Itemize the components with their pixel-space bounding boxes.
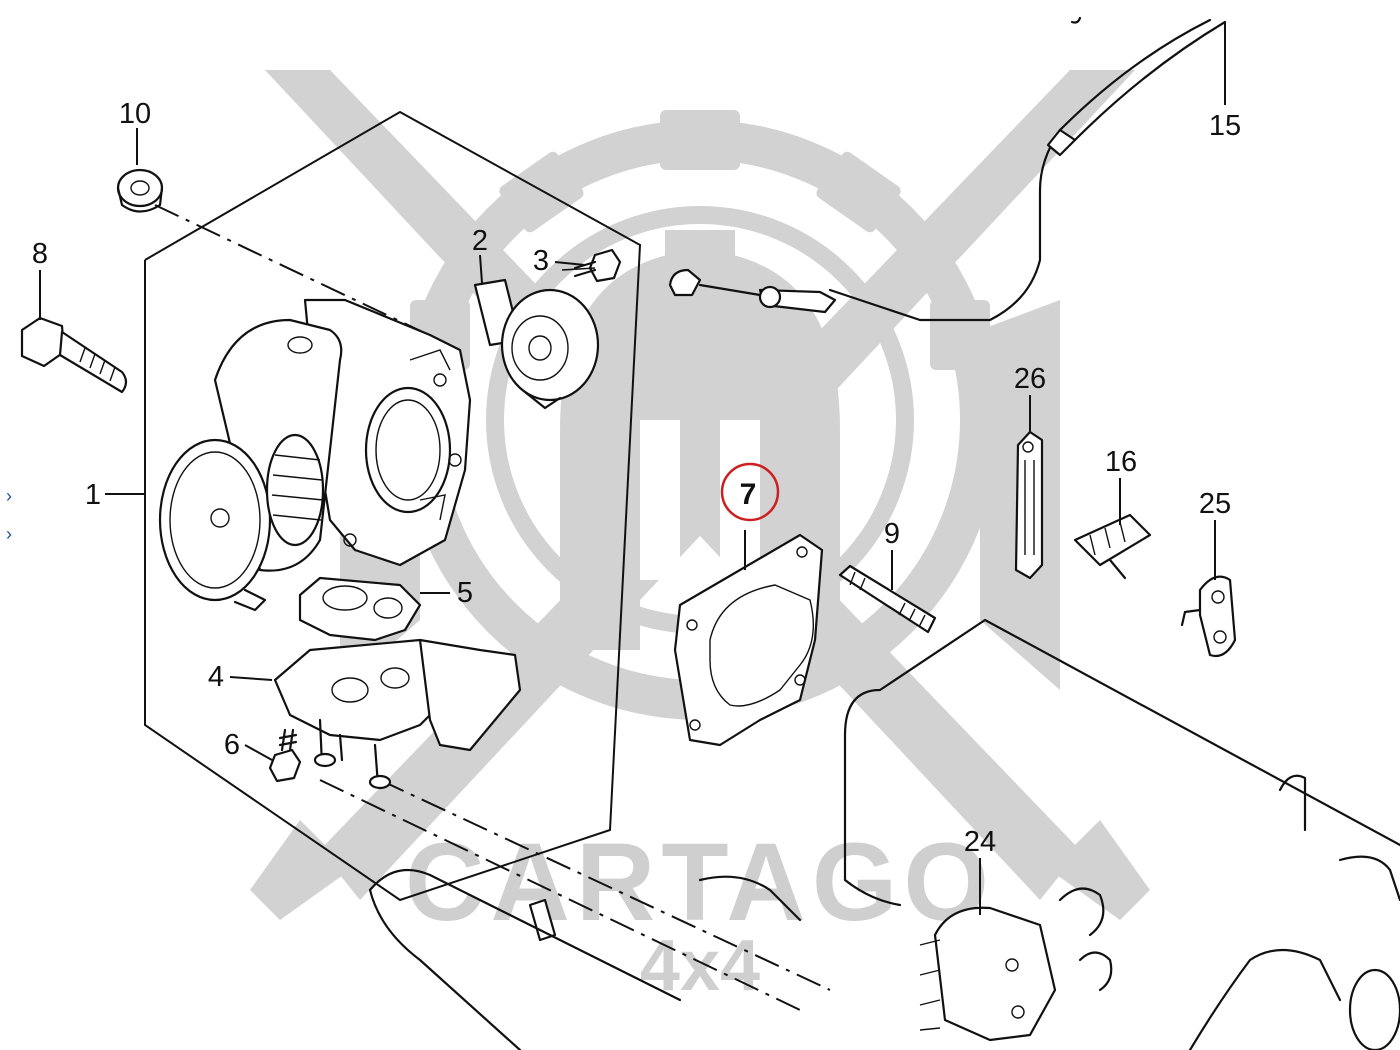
- intake-manifold: [843, 618, 1400, 1050]
- assembly-boundary-1: [144, 110, 642, 902]
- part-7-gasket[interactable]: [673, 533, 824, 747]
- part-3-screw[interactable]: [561, 248, 622, 283]
- part-24-clip[interactable]: [1073, 513, 1152, 580]
- leader-lines: [39, 22, 1226, 915]
- part-26-bracket[interactable]: [1014, 430, 1044, 580]
- highlight-part-7[interactable]: 7: [720, 462, 780, 522]
- part-5-gasket[interactable]: [298, 576, 422, 642]
- center-lines: [154, 204, 831, 1011]
- edge-marker-2[interactable]: ›: [6, 524, 12, 544]
- callout-3: 3: [533, 245, 549, 277]
- part-4-idle-control[interactable]: [273, 638, 522, 790]
- callout-10: 10: [119, 98, 151, 130]
- intake-runners: [368, 868, 802, 1050]
- edge-marker-1[interactable]: ›: [6, 486, 12, 506]
- part-2-sensor[interactable]: [473, 278, 600, 410]
- callout-15: 15: [1209, 110, 1241, 142]
- callout-6: 6: [224, 729, 240, 761]
- callout-24: 16: [1105, 446, 1137, 478]
- watermark-sub: 4x4: [640, 926, 760, 1006]
- part-10-nut[interactable]: [116, 168, 164, 213]
- callout-7: 7: [740, 478, 757, 511]
- callout-1: 1: [85, 479, 101, 511]
- callout-5: 5: [457, 577, 473, 609]
- part-16-bracket[interactable]: [919, 906, 1057, 1042]
- callout-8: 8: [32, 238, 48, 270]
- part-1-throttle-body[interactable]: [158, 298, 472, 612]
- part-9-stud[interactable]: [838, 564, 937, 634]
- callout-16: 24: [964, 826, 996, 858]
- part-6-screw[interactable]: [268, 728, 302, 783]
- part-8-bolt[interactable]: [20, 316, 128, 394]
- callout-2: 2: [472, 225, 488, 257]
- watermark-brand: CARTAGO: [405, 821, 995, 944]
- callout-25: 25: [1199, 488, 1231, 520]
- callout-4: 4: [208, 661, 224, 693]
- part-15-cable[interactable]: [668, 16, 1227, 322]
- part-25-plate[interactable]: [1180, 575, 1237, 658]
- highlight-ring: [720, 462, 780, 522]
- callout-9: 9: [884, 518, 900, 550]
- callout-26: 26: [1014, 363, 1046, 395]
